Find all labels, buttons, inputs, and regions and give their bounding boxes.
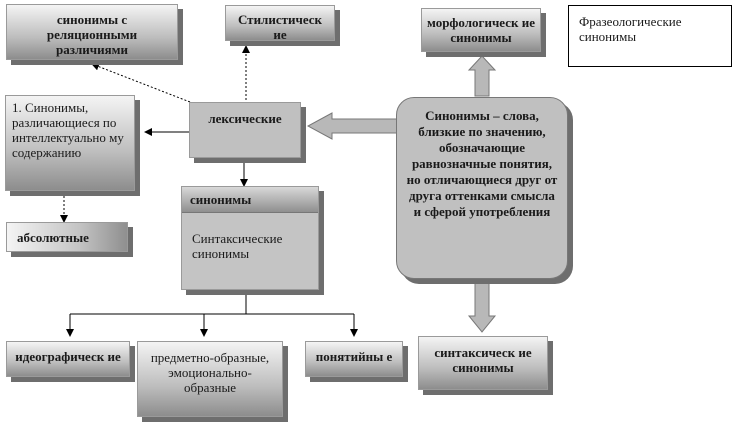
node-lexical: лексические	[189, 102, 301, 158]
block-arrow-to-syntactic	[467, 281, 497, 333]
node-subject-figurative: предметно-образные, эмоционально-образны…	[137, 341, 283, 417]
node-syntactic-group: синонимы Синтаксические синонимы	[181, 186, 319, 290]
node-stylistic: Стилистическ ие	[225, 5, 335, 41]
arrow-lexical-to-relational	[91, 62, 191, 103]
node-syntactic: синтаксическ ие синонимы	[418, 336, 548, 390]
node-conceptual: понятийны е	[305, 341, 403, 377]
node-intellectual: 1. Синонимы, различающиеся по интеллекту…	[5, 95, 135, 191]
node-morphological: морфологическ ие синонимы	[421, 8, 541, 52]
block-arrow-to-morphological	[467, 55, 497, 97]
node-synonyms-header: синонимы	[182, 187, 318, 213]
block-arrow-to-lexical	[306, 112, 399, 140]
node-ideographic: идеографическ ие	[6, 341, 130, 377]
node-relational: синонимы с реляционными различиями	[6, 4, 178, 60]
node-phraseological: Фразеологические синонимы	[568, 5, 732, 67]
node-syntactic-synonyms: Синтаксические синонимы	[192, 231, 283, 261]
node-definition: Синонимы – слова, близкие по значению, о…	[396, 97, 568, 279]
node-absolute: абсолютные	[6, 222, 128, 252]
